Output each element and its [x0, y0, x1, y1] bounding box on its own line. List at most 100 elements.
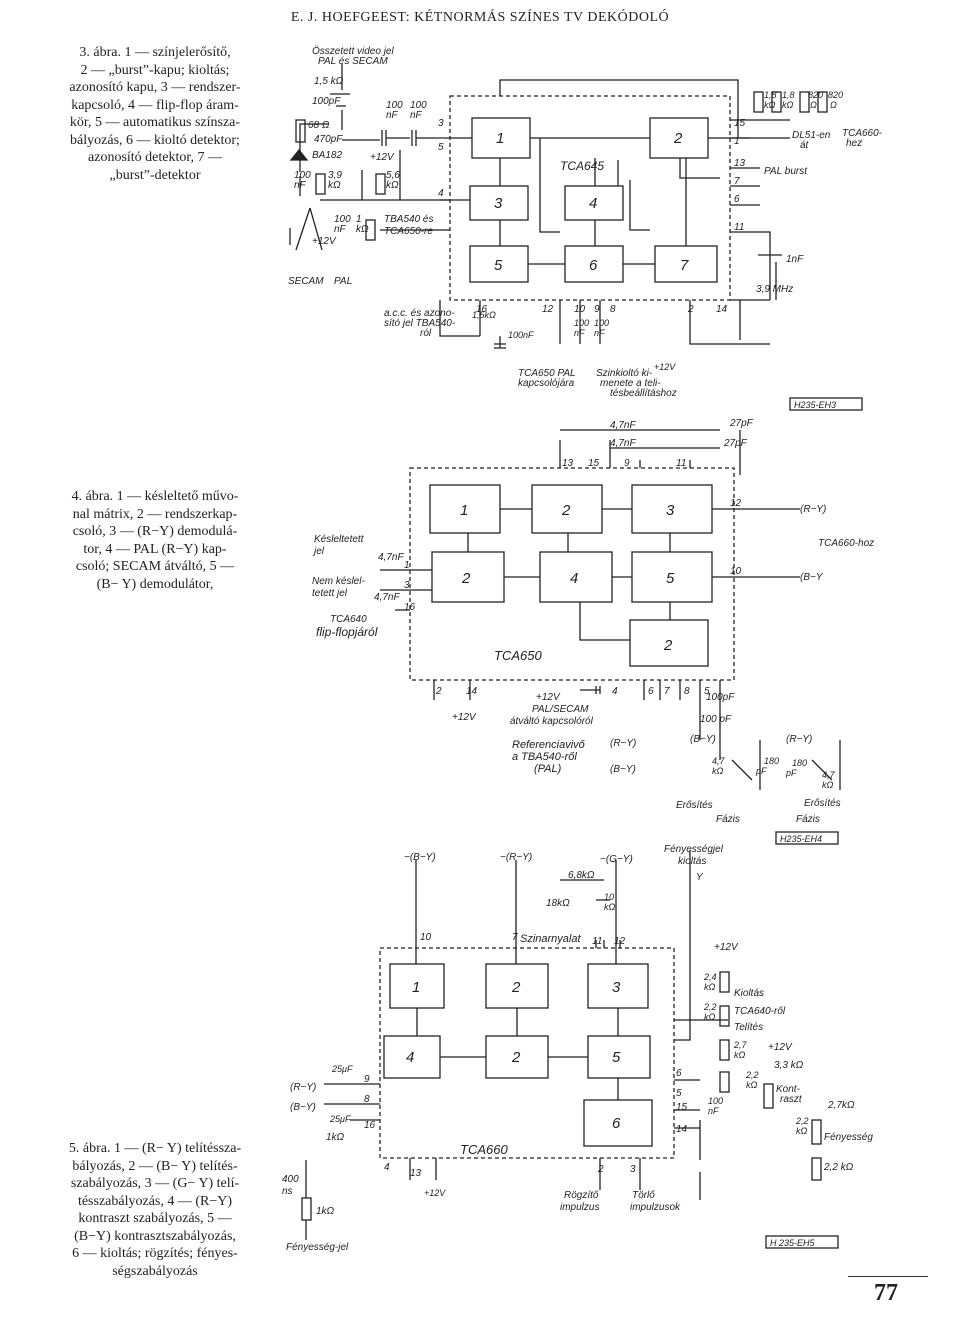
label: Kont- [776, 1084, 801, 1095]
label: impulzusok [630, 1202, 681, 1213]
label: (R−Y) [610, 738, 636, 749]
label: Rögzítő [564, 1190, 599, 1201]
label: PAL [334, 276, 352, 287]
label: 3,9 MHz [756, 284, 793, 295]
pin: 7 [664, 686, 670, 697]
label: 100 [386, 100, 403, 111]
label: 27pF [723, 438, 748, 449]
label: 180 [764, 756, 779, 766]
caption-line: tésszabályozás, 4 — (R−Y) [77, 1193, 233, 1209]
block-number: 5 [494, 257, 503, 274]
block-number: 3 [666, 502, 675, 519]
pin: 13 [410, 1168, 422, 1179]
label: flip-flopjáról [316, 625, 378, 639]
block-number: 7 [680, 257, 689, 274]
label: Ω [810, 100, 817, 110]
label: −(B−Y) [404, 852, 436, 863]
label: 1,5kΩ [472, 310, 496, 320]
pin: 5 [438, 142, 444, 153]
resistor [799, 91, 810, 113]
block-3 [469, 185, 529, 221]
label: átváltó kapcsolóról [510, 716, 594, 727]
block-4 [564, 185, 624, 221]
block-number: 4 [570, 570, 578, 587]
label: 100 pF [700, 714, 732, 725]
pin: 11 [734, 222, 744, 233]
label: −(G−Y) [600, 854, 633, 865]
figure-code: H235-EH3 [794, 400, 836, 410]
block-number: 2 [511, 979, 521, 996]
block-number: 2 [561, 502, 571, 519]
pin: 12 [730, 498, 742, 509]
capacitor [494, 336, 506, 349]
label: tésbeállításhoz [610, 388, 677, 399]
label: kΩ [822, 780, 834, 790]
resistor [301, 1197, 312, 1221]
pin: 4 [612, 686, 618, 697]
label: BA182 [312, 150, 342, 161]
pin: 5 [704, 686, 710, 697]
label: kΩ [704, 982, 716, 992]
label: 100nF [508, 330, 534, 340]
caption-line: azonosító kapu, 3 — rendszer- [69, 80, 241, 95]
label: 2,2 [703, 1002, 717, 1012]
label: TCA650 PAL [518, 368, 576, 379]
caption-line: csoló; SECAM átváltó, 5 — [75, 559, 235, 574]
code-box [765, 1235, 839, 1249]
pin-wire [439, 300, 770, 345]
label: +12V [370, 152, 395, 163]
label: 2,4 [703, 972, 717, 982]
resistor [817, 91, 828, 113]
label: +12V [424, 1188, 446, 1198]
label: 2,7 [733, 1040, 748, 1050]
label: nF [294, 180, 307, 191]
pin: 14 [676, 1124, 688, 1135]
label: 2,2 [795, 1116, 809, 1126]
label: raszt [780, 1094, 803, 1105]
pin: 15 [734, 118, 746, 129]
resistor [763, 1083, 774, 1109]
pin: 8 [364, 1094, 370, 1105]
caption-line: bályozás, 2 — (B− Y) telítés- [72, 1158, 238, 1174]
label: PAL/SECAM [532, 704, 589, 715]
pin: 9 [594, 304, 600, 315]
label: 1 [356, 214, 362, 225]
label: a.c.c. és azono- [384, 308, 455, 319]
label: −(R−Y) [500, 852, 532, 863]
label: pF [755, 766, 767, 776]
label: ns [282, 1186, 293, 1197]
pin: 14 [466, 686, 478, 697]
pin: 6 [734, 194, 740, 205]
label: 1,8 [764, 90, 777, 100]
pin: 16 [476, 304, 488, 315]
fig5-caption: 5. ábra. 1 — (R− Y) telítéssza- bályozás… [36, 1140, 274, 1280]
label: TCA650-re [384, 226, 433, 237]
switch-icon [289, 207, 323, 251]
label: 25μF [331, 1064, 353, 1074]
pin-wire [380, 569, 841, 790]
label: át [800, 140, 810, 151]
caption-line: azonosító detektor, 7 — [88, 150, 222, 165]
block-number: 4 [589, 195, 597, 212]
caption-line: ségszabályozás [112, 1263, 198, 1279]
caption-line: „burst”-detektor [109, 167, 201, 183]
label: jel [312, 546, 325, 557]
label: 5,6 [386, 170, 400, 181]
label: 1kΩ [326, 1132, 345, 1143]
code-box [789, 397, 863, 411]
block-number: 5 [612, 1049, 621, 1066]
label: +12V [654, 362, 676, 372]
label: TBA540 és [384, 214, 433, 225]
tca650-outline [409, 467, 735, 681]
block-number: 4 [406, 1049, 414, 1066]
label: (R−Y) [800, 504, 826, 515]
label: DL51-en [792, 130, 831, 141]
label: nF [410, 110, 423, 121]
pin: 6 [648, 686, 654, 697]
label: impulzus [560, 1202, 599, 1213]
label: nF [574, 328, 585, 338]
figure-code: H235-EH4 [780, 834, 822, 844]
tca645-outline [449, 95, 731, 301]
pin: 1 [404, 560, 410, 571]
label: Kioltás [734, 988, 764, 999]
